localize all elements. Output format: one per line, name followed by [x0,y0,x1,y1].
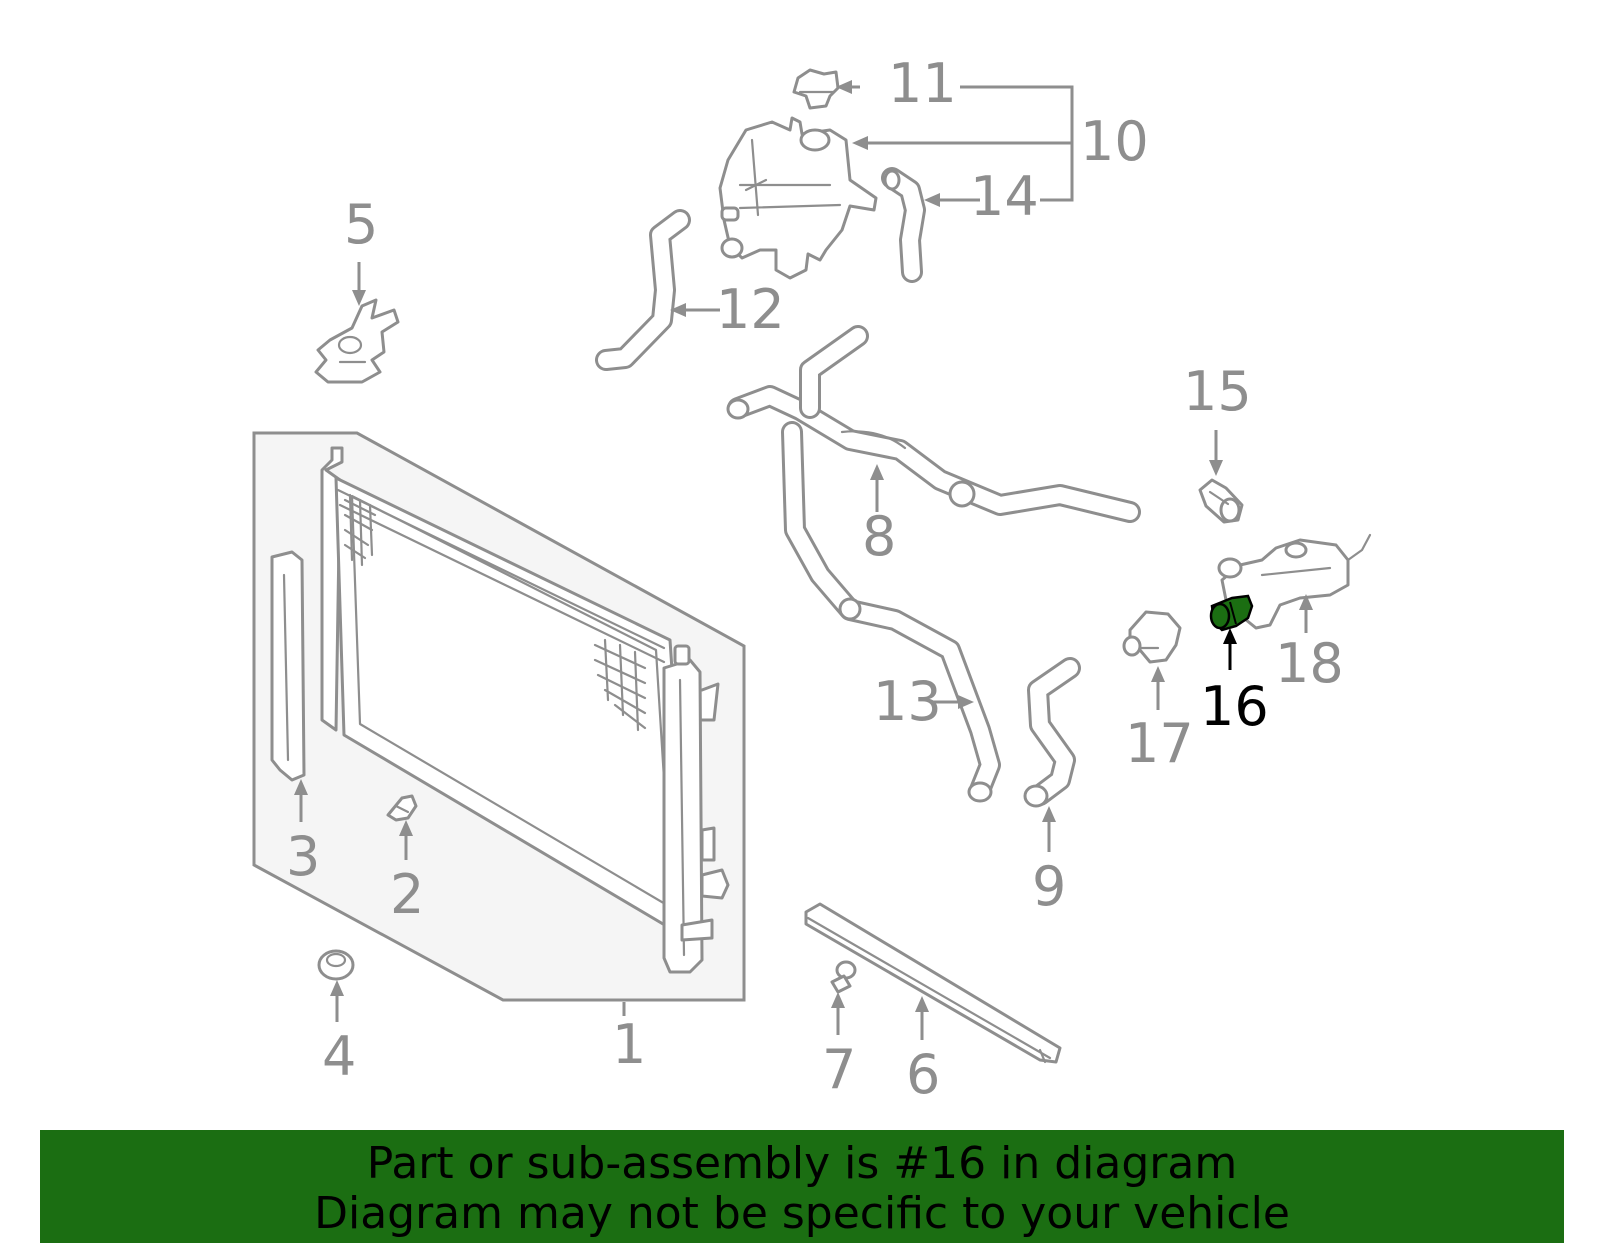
banner-line-disclaimer: Diagram may not be specific to your vehi… [314,1188,1290,1239]
clip-part-2 [386,794,418,822]
callout-14: 14 [970,165,1039,228]
callout-6: 6 [906,1043,940,1106]
callout-18: 18 [1275,632,1344,695]
lower-rail-part-6 [804,902,1062,1064]
coolant-reservoir-part-10 [718,116,878,280]
callout-4: 4 [322,1025,356,1088]
side-bracket-part-3 [270,550,306,782]
callout-5: 5 [344,193,378,256]
sensor-part-15 [1198,478,1244,524]
upper-bracket-part-5 [314,298,400,384]
callout-8: 8 [862,505,896,568]
callout-13: 13 [873,670,942,733]
lower-hose-part-9 [1023,657,1081,808]
grommet-part-4 [317,949,355,981]
outlet-part-17 [1122,610,1182,664]
callout-numbers: 1 2 3 4 5 6 7 8 9 10 11 12 13 14 15 16 1… [286,52,1344,1106]
small-hose-part-14 [881,167,926,283]
radiator-assembly-part-1 [252,431,746,1002]
callout-17: 17 [1125,712,1194,775]
callout-1: 1 [612,1013,646,1076]
callout-15: 15 [1183,360,1252,423]
callout-16-highlighted: 16 [1200,675,1269,738]
callout-10: 10 [1080,110,1149,173]
thermostat-housing-part-18 [1217,533,1372,630]
long-hose-part-13 [781,421,1001,803]
callout-2: 2 [390,863,424,926]
leader-lines [294,80,1313,1040]
info-banner: Part or sub-assembly is #16 in diagram D… [40,1130,1564,1243]
upper-hose-part-8 [726,325,1141,523]
callout-9: 9 [1032,855,1066,918]
reservoir-cap-part-11 [792,68,840,110]
callout-12: 12 [716,278,785,341]
thermostat-part-16-highlighted[interactable] [1209,594,1254,632]
bolt-part-7 [830,960,857,994]
callout-7: 7 [822,1038,856,1101]
callout-3: 3 [286,825,320,888]
banner-line-part-number: Part or sub-assembly is #16 in diagram [366,1138,1238,1189]
callout-11: 11 [888,52,957,115]
overflow-hose-part-12 [595,209,691,371]
